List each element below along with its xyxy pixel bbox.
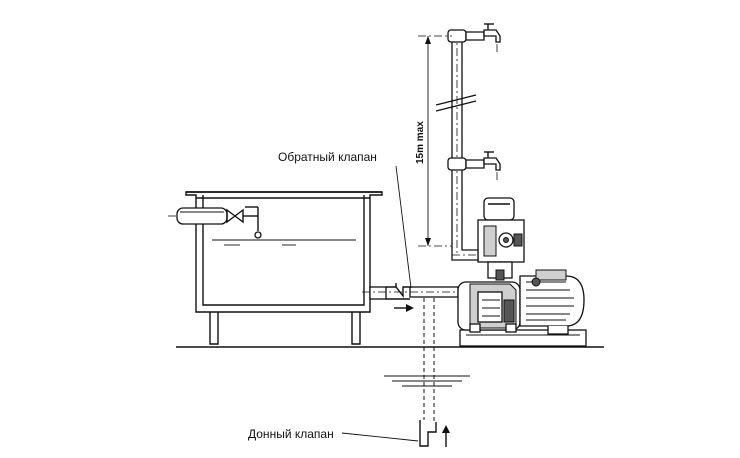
faucet-top-icon <box>483 23 501 54</box>
up-arrow-icon <box>442 425 450 447</box>
well-water-level <box>384 375 470 387</box>
foot-valve-icon <box>341 432 419 442</box>
check-valve-label: Обратный клапан <box>278 150 377 164</box>
well-suction-line <box>419 298 437 447</box>
tank-icon <box>185 191 383 345</box>
pump-icon <box>457 281 521 333</box>
suction-pipe <box>362 283 459 300</box>
faucet-middle-icon <box>483 151 501 182</box>
foot-valve-label: Донный клапан <box>248 427 334 441</box>
pressure-switch-icon <box>477 197 525 281</box>
max-height-label: 15m max <box>415 121 426 164</box>
check-valve-icon <box>395 165 412 289</box>
motor-icon <box>519 269 585 335</box>
flow-arrow-icon <box>394 304 414 312</box>
height-dimension <box>418 35 452 247</box>
float-valve-icon <box>168 206 262 239</box>
discharge-pipe <box>435 29 485 261</box>
